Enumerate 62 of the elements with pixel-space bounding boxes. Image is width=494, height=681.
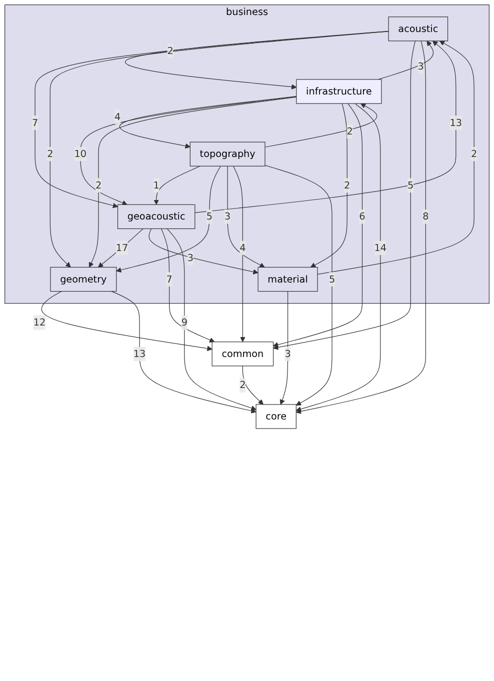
arrow (273, 40, 416, 350)
node-box: geometry (50, 266, 117, 292)
node-box: common (212, 342, 274, 366)
edge-label: 3 (418, 60, 424, 72)
edge-label: 4 (240, 242, 246, 254)
edge-label: 8 (422, 210, 429, 222)
edge-label: 13 (450, 116, 462, 128)
edge-label: 13 (133, 348, 146, 360)
edge-label: 4 (114, 110, 121, 122)
arrow (194, 40, 456, 213)
edge-label: 6 (359, 210, 366, 222)
node-box: geoacoustic (117, 204, 196, 230)
arrow (264, 165, 332, 406)
arrow (119, 96, 297, 149)
edge-label: 2 (167, 44, 174, 56)
node-box: infrastructure (296, 79, 382, 104)
edge-label: 2 (95, 179, 102, 191)
arrow (50, 31, 389, 268)
node-box: material (258, 266, 318, 292)
arrow (227, 166, 265, 268)
arrow (296, 40, 426, 414)
edge-label: 12 (33, 316, 46, 328)
edge-label: 7 (166, 273, 172, 285)
edge-label: 7 (32, 116, 38, 128)
arrow (317, 40, 474, 275)
arrow (154, 166, 200, 205)
node-box: topography (190, 142, 266, 166)
arrow (242, 366, 264, 405)
edge-label: 14 (374, 242, 387, 254)
arrow (80, 96, 297, 206)
arrow (296, 103, 381, 412)
edge-label: 2 (471, 148, 478, 160)
arrow (34, 31, 389, 208)
arrow (161, 228, 215, 342)
edge-label: 1 (153, 179, 160, 191)
edge-label: 3 (187, 252, 194, 264)
arrow (41, 291, 212, 352)
edge-label: 5 (206, 210, 212, 222)
arrow (166, 228, 256, 411)
edge-label: 10 (74, 148, 86, 160)
arrow (273, 103, 363, 348)
arrow (264, 103, 378, 148)
edge-label: 5 (328, 273, 336, 285)
arrow (310, 103, 348, 268)
edge-label: 17 (116, 242, 128, 254)
node-box: acoustic (388, 16, 448, 42)
edge-label: 9 (181, 316, 188, 328)
edge-label: 2 (346, 125, 353, 137)
node-box: core (256, 404, 296, 429)
arrow (88, 96, 297, 268)
arrow (280, 291, 288, 405)
edge-label: 2 (47, 148, 54, 160)
arrow (98, 228, 144, 268)
edge-label: 2 (344, 179, 350, 191)
edge-label: 3 (224, 210, 231, 222)
edge-label: 2 (240, 379, 246, 391)
arrow (111, 291, 256, 414)
arrow (378, 40, 434, 80)
edge-label: 3 (284, 348, 291, 360)
arrow (233, 166, 246, 342)
arrow (148, 228, 258, 274)
edge-label: 5 (408, 179, 414, 191)
